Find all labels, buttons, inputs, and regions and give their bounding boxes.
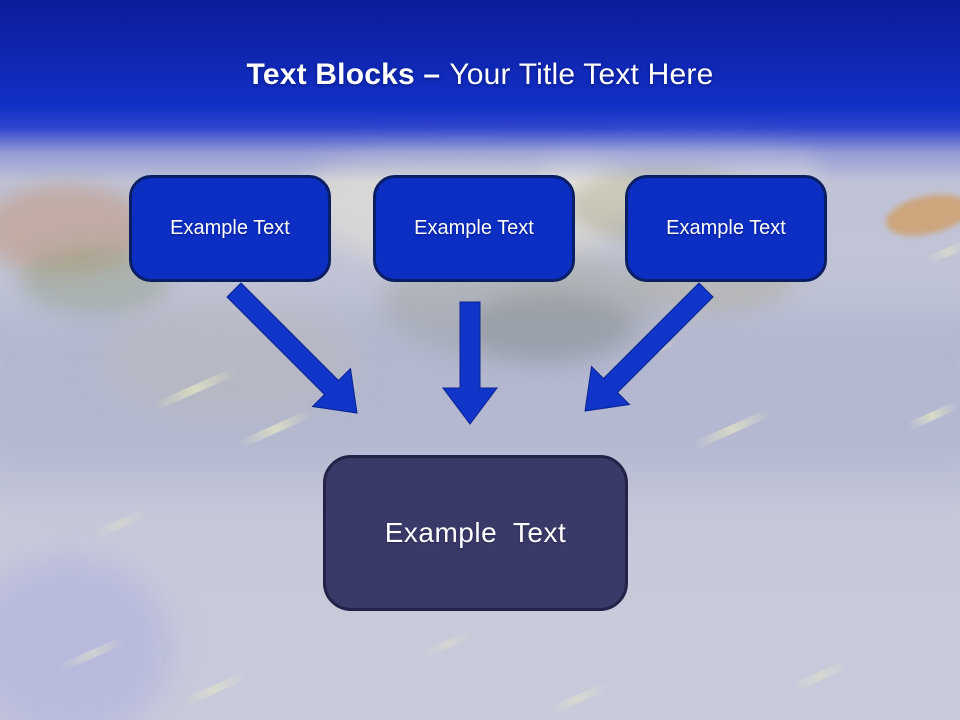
summary-block-label: Example Text — [384, 517, 567, 548]
text-block-2: Example Text — [373, 175, 575, 282]
fish-streak — [152, 367, 238, 411]
turtle-head-shadow — [470, 292, 630, 362]
down-arrow-icon — [442, 301, 498, 425]
summary-block: Example Text — [323, 455, 628, 611]
title-bar: Text Blocks –Your Title Text Here — [0, 0, 960, 182]
text-block-2-label: Example Text — [414, 217, 534, 239]
blue-glow-bottom-left — [0, 560, 170, 720]
fish-streak — [925, 239, 960, 265]
fish-streak — [905, 401, 960, 431]
sand-patch — [100, 300, 360, 420]
turtle-flipper — [0, 185, 150, 275]
fish-streak — [692, 408, 773, 450]
page-title: Text Blocks –Your Title Text Here — [0, 57, 960, 93]
text-block-1: Example Text — [129, 175, 331, 282]
orange-fish — [881, 187, 960, 243]
fish-streak — [181, 671, 249, 707]
fish-streak — [90, 508, 150, 540]
fish-streak — [420, 629, 475, 659]
fish-streak — [790, 660, 850, 692]
text-block-1-label: Example Text — [170, 217, 290, 239]
title-regular-text: Your Title Text Here — [449, 58, 714, 91]
fish-streak — [611, 336, 679, 372]
diagonal-arrow-down-left-icon — [584, 282, 714, 412]
title-bold-text: Text Blocks – — [246, 58, 441, 91]
fish-streak — [236, 409, 314, 449]
text-block-3: Example Text — [625, 175, 827, 282]
fish-streak — [546, 682, 609, 716]
fish-streak — [56, 635, 129, 673]
text-block-3-label: Example Text — [666, 217, 786, 239]
diagonal-arrow-down-right-icon — [226, 282, 358, 414]
